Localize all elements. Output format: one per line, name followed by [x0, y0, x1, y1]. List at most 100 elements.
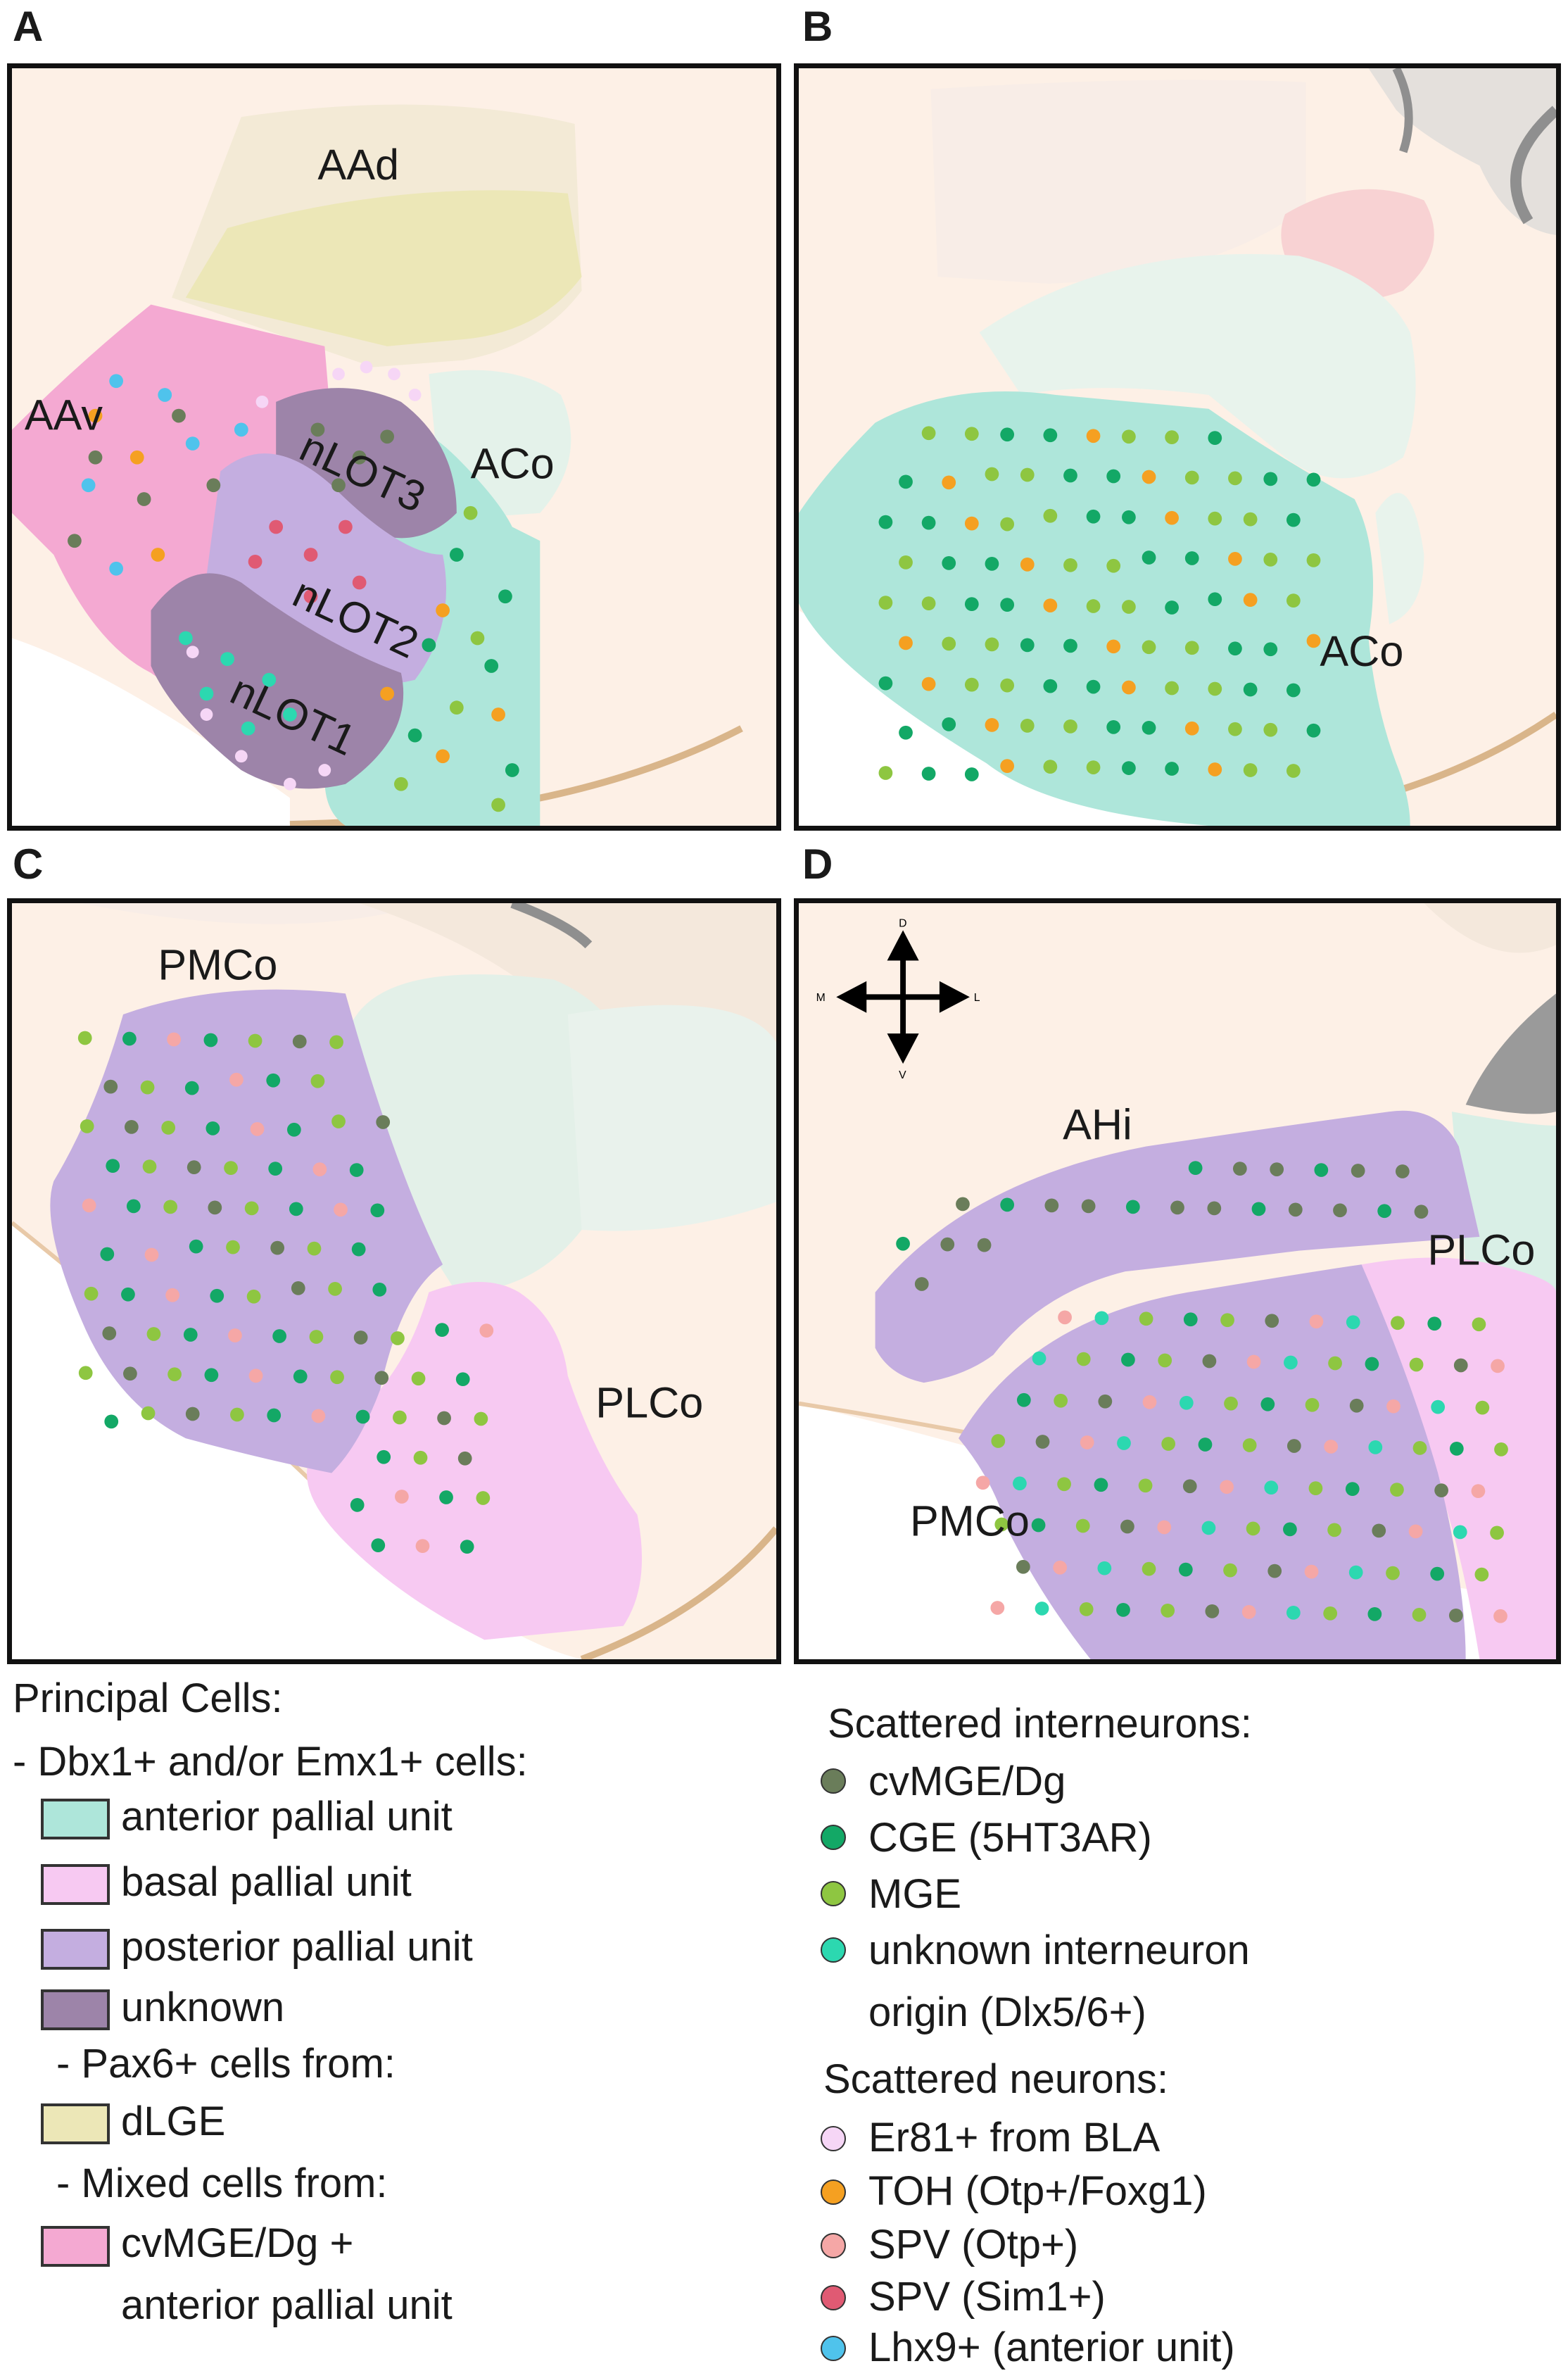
cell-dot — [921, 515, 936, 530]
cell-dot — [1198, 1438, 1213, 1452]
cell-dot — [1184, 470, 1199, 485]
cell-dot — [1412, 1607, 1427, 1622]
legend-spv-sim1: SPV (Sim1+) — [868, 2274, 1106, 2320]
panel-b: ACo — [794, 63, 1561, 831]
cell-dot — [161, 1120, 176, 1135]
cell-dot — [964, 597, 979, 611]
cell-dot — [1453, 1525, 1467, 1540]
cell-dot — [1395, 1164, 1410, 1178]
cell-dot — [985, 717, 999, 732]
cell-dot — [206, 1121, 220, 1135]
dot-cge — [821, 1825, 846, 1850]
cell-dot — [77, 1031, 92, 1045]
cell-dot — [457, 1451, 472, 1466]
region-aad — [185, 190, 582, 346]
cell-dot — [1286, 593, 1301, 608]
cell-dot — [1333, 1203, 1347, 1218]
cell-dot — [1020, 467, 1035, 482]
legend-title-neurons: Scattered neurons: — [823, 2056, 1169, 2102]
cell-dot — [1372, 1523, 1386, 1538]
cell-dot — [371, 1538, 386, 1552]
cell-dot — [1414, 1204, 1429, 1219]
cell-dot — [122, 1031, 137, 1046]
cell-dot — [1125, 1200, 1140, 1214]
cell-dot — [1228, 722, 1242, 736]
cell-dot — [940, 1237, 955, 1252]
cell-dot — [1386, 1566, 1400, 1580]
label-aco-a: ACo — [471, 439, 555, 487]
cell-dot — [994, 1517, 1009, 1532]
cell-dot — [1306, 723, 1321, 738]
cell-dot — [183, 1328, 198, 1342]
cell-dot — [203, 1033, 218, 1048]
legend-mge: MGE — [868, 1871, 962, 1917]
cell-dot — [391, 1331, 405, 1345]
cell-dot — [1000, 427, 1015, 442]
cell-dot — [1043, 508, 1058, 523]
cell-dot — [1054, 1393, 1068, 1408]
swatch-mixed — [41, 2226, 110, 2267]
cell-dot — [1208, 681, 1222, 696]
cell-dot — [1165, 510, 1179, 525]
cell-dot — [1182, 1479, 1197, 1494]
cell-dot — [189, 1239, 203, 1254]
cell-dot — [942, 717, 956, 731]
label-pmco-d: PMCo — [910, 1497, 1030, 1545]
legend-subtitle-mixed: - Mixed cells from: — [56, 2160, 388, 2206]
cell-dot — [1031, 1518, 1046, 1533]
cell-dot — [102, 1326, 117, 1340]
cell-dot — [1000, 598, 1015, 612]
cell-dot — [1043, 679, 1058, 693]
swatch-basal — [41, 1864, 110, 1905]
compass-l: L — [974, 992, 980, 1004]
legend-scattered: Scattered interneurons: cvMGE/Dg CGE (5H… — [794, 1675, 1568, 2378]
dot-lhx9 — [821, 2336, 846, 2361]
cell-dot — [991, 1434, 1006, 1448]
cell-dot — [1201, 1521, 1216, 1535]
cell-dot — [1391, 1316, 1405, 1330]
cell-dot — [78, 1366, 93, 1380]
cell-dot — [942, 636, 956, 651]
cell-dot — [1158, 1353, 1172, 1368]
label-pmco-c: PMCo — [158, 941, 277, 989]
cell-dot — [899, 636, 913, 650]
cell-dot — [144, 1247, 159, 1262]
cell-dot — [1472, 1317, 1486, 1332]
legend-cge: CGE (5HT3AR) — [868, 1815, 1152, 1861]
cell-dot — [1063, 638, 1077, 653]
cell-dot — [1449, 1442, 1464, 1456]
cell-dot — [84, 1286, 99, 1301]
panel-letter-c: C — [13, 841, 44, 888]
cell-dot — [1409, 1357, 1424, 1372]
cell-dot — [311, 1409, 326, 1423]
region-pmco-c — [50, 989, 443, 1473]
cell-dot — [1086, 679, 1101, 694]
cell-dot — [977, 1238, 992, 1252]
compass-icon — [836, 930, 970, 1064]
cell-dot — [167, 1032, 181, 1047]
cell-dot — [1138, 1478, 1153, 1493]
cell-dot — [1122, 600, 1136, 614]
cell-dot — [1058, 1310, 1072, 1325]
cell-dot — [1120, 1519, 1134, 1534]
cell-dot — [293, 1369, 308, 1384]
cell-dot — [878, 676, 893, 691]
cell-dot — [292, 1034, 307, 1049]
cell-dot — [896, 1236, 910, 1251]
cell-dot — [1304, 1564, 1319, 1579]
cell-dot — [248, 1033, 263, 1048]
cell-dot — [80, 1119, 94, 1133]
cell-dot — [372, 1282, 387, 1297]
cell-dot — [377, 1449, 391, 1464]
dot-toh — [821, 2179, 846, 2205]
compass-v: V — [899, 1069, 906, 1081]
cell-dot — [899, 555, 913, 570]
region-plco-d — [1361, 1257, 1556, 1659]
cell-dot — [142, 1159, 157, 1174]
cell-dot — [1306, 634, 1321, 648]
region-plco-c — [307, 1281, 643, 1640]
cell-dot — [1063, 468, 1077, 483]
cell-dot — [1121, 1352, 1135, 1367]
cell-dot — [1228, 471, 1242, 486]
cell-dot — [1208, 511, 1222, 526]
